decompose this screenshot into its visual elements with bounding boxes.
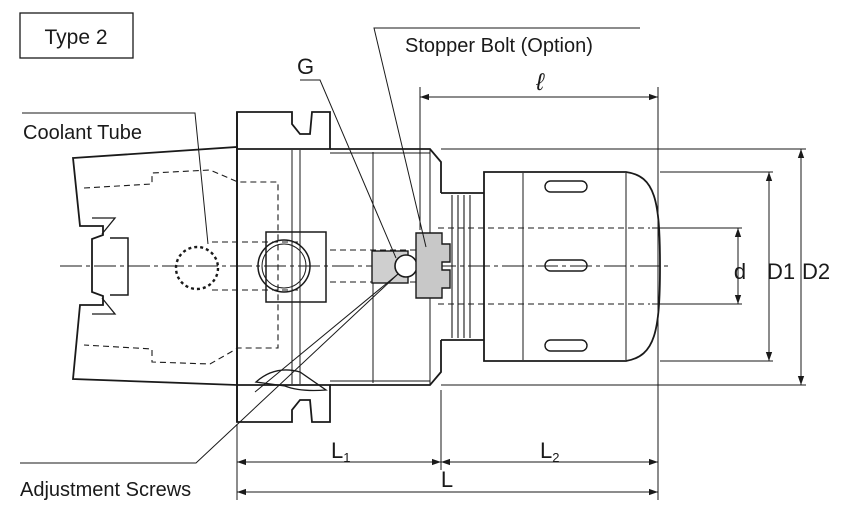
leader-g [300, 79, 397, 259]
body [330, 148, 442, 386]
adjustment-screws-label: Adjustment Screws [20, 479, 191, 501]
leader-adjustment-screws [20, 273, 399, 464]
hidden-channel [212, 241, 300, 291]
leader-adjustment-screws-2 [254, 273, 399, 393]
flange [236, 384, 331, 423]
neck [441, 192, 484, 341]
leader-coolant-tube [22, 112, 209, 245]
nut-slot [544, 259, 588, 272]
screw-recess-inner [261, 243, 307, 289]
extension-lines [236, 87, 806, 500]
hidden-collet-bore [438, 227, 650, 305]
flange [236, 111, 331, 150]
neck-threads [451, 195, 471, 338]
shank-groove [92, 217, 117, 235]
d2-label: D2 [802, 259, 830, 284]
key-slot [110, 237, 129, 296]
coolant-tube-circle [174, 245, 220, 291]
d-label: d [734, 259, 746, 284]
l1-label: L1 [331, 438, 350, 465]
l2-label: L2 [540, 438, 559, 465]
type-box [19, 12, 134, 59]
nut-slot [544, 180, 588, 193]
screw-recess-circle [257, 239, 311, 293]
nut-slot [544, 339, 588, 352]
leader-stopper-bolt [373, 27, 640, 248]
coolant-tube-label: Coolant Tube [23, 122, 142, 144]
screw-recess [265, 231, 327, 303]
ell-label: ℓ [535, 69, 545, 96]
stopper-bolt [415, 232, 451, 299]
l-label: L [441, 467, 453, 492]
shank-groove [92, 297, 117, 315]
g-pin [394, 254, 418, 278]
screw-recess-lower [254, 369, 328, 392]
d1-label: D1 [767, 259, 795, 284]
g-label: G [297, 54, 314, 79]
clamp-nut [483, 171, 661, 362]
stopper-bolt-label: Stopper Bolt (Option) [405, 35, 593, 57]
hidden-bore [83, 169, 279, 365]
type-label: Type 2 [44, 26, 107, 49]
